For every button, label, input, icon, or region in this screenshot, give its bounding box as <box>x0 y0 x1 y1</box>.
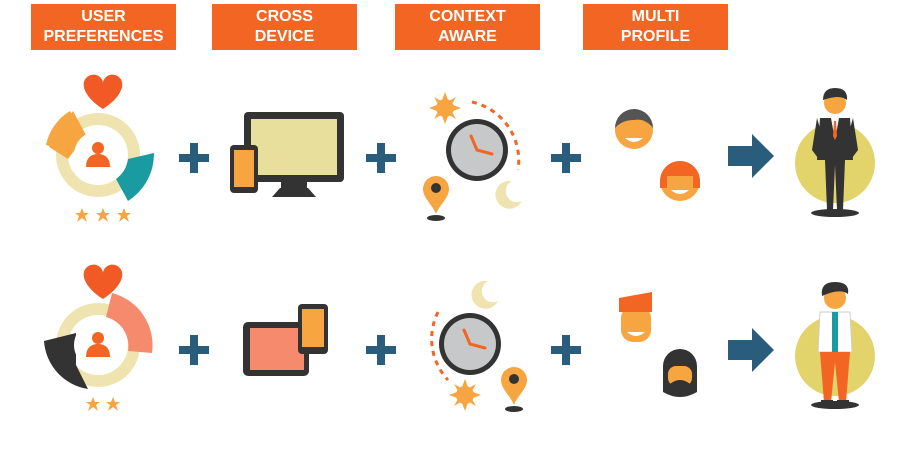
plus-icon <box>366 335 396 365</box>
heart-icon <box>83 264 123 299</box>
row-1 <box>46 74 875 222</box>
star-icon <box>75 208 89 222</box>
plus-icon <box>179 335 209 365</box>
tablet-and-phone-icon <box>243 304 328 376</box>
moon-icon <box>471 280 498 309</box>
header-multi-profile: MULTI PROFILE <box>583 4 728 50</box>
context-aware-icon <box>430 280 527 412</box>
header-line: AWARE <box>438 28 497 45</box>
location-pin-icon <box>423 176 449 221</box>
star-icon <box>86 397 100 411</box>
arrow-right-icon <box>728 134 774 178</box>
header-line: CROSS <box>256 8 313 25</box>
header-line: MULTI <box>631 8 680 25</box>
plus-icon <box>179 143 209 173</box>
location-pin-icon <box>501 367 527 412</box>
desktop-and-phone-icon <box>230 112 344 197</box>
moon-icon <box>495 180 522 209</box>
sun-icon <box>429 92 461 124</box>
plus-icon <box>551 143 581 173</box>
clock-icon <box>437 311 503 377</box>
business-person-icon <box>795 88 875 217</box>
sun-icon <box>449 379 481 411</box>
header-line: CONTEXT <box>429 8 506 25</box>
user-preferences-icon <box>44 293 153 389</box>
header-cross-device: CROSS DEVICE <box>212 4 357 50</box>
profile-faces-icon <box>619 292 697 397</box>
header-context-aware: CONTEXT AWARE <box>395 4 540 50</box>
header-line: PREFERENCES <box>43 28 164 45</box>
star-icon <box>106 397 120 411</box>
row-2 <box>44 264 875 412</box>
heart-icon <box>83 74 123 109</box>
arrow-right-icon <box>728 328 774 372</box>
plus-icon <box>551 335 581 365</box>
header-user-preferences: USER PREFERENCES <box>31 4 176 50</box>
header-line: DEVICE <box>254 28 315 45</box>
casual-person-icon <box>795 282 875 409</box>
clock-icon <box>444 117 510 183</box>
header-line: PROFILE <box>620 28 691 45</box>
context-aware-icon <box>423 92 522 221</box>
profile-faces-icon <box>615 109 700 201</box>
star-icon <box>96 208 110 222</box>
header-line: USER <box>81 8 126 25</box>
user-preferences-icon <box>46 111 155 201</box>
plus-icon <box>366 143 396 173</box>
star-icon <box>117 208 131 222</box>
